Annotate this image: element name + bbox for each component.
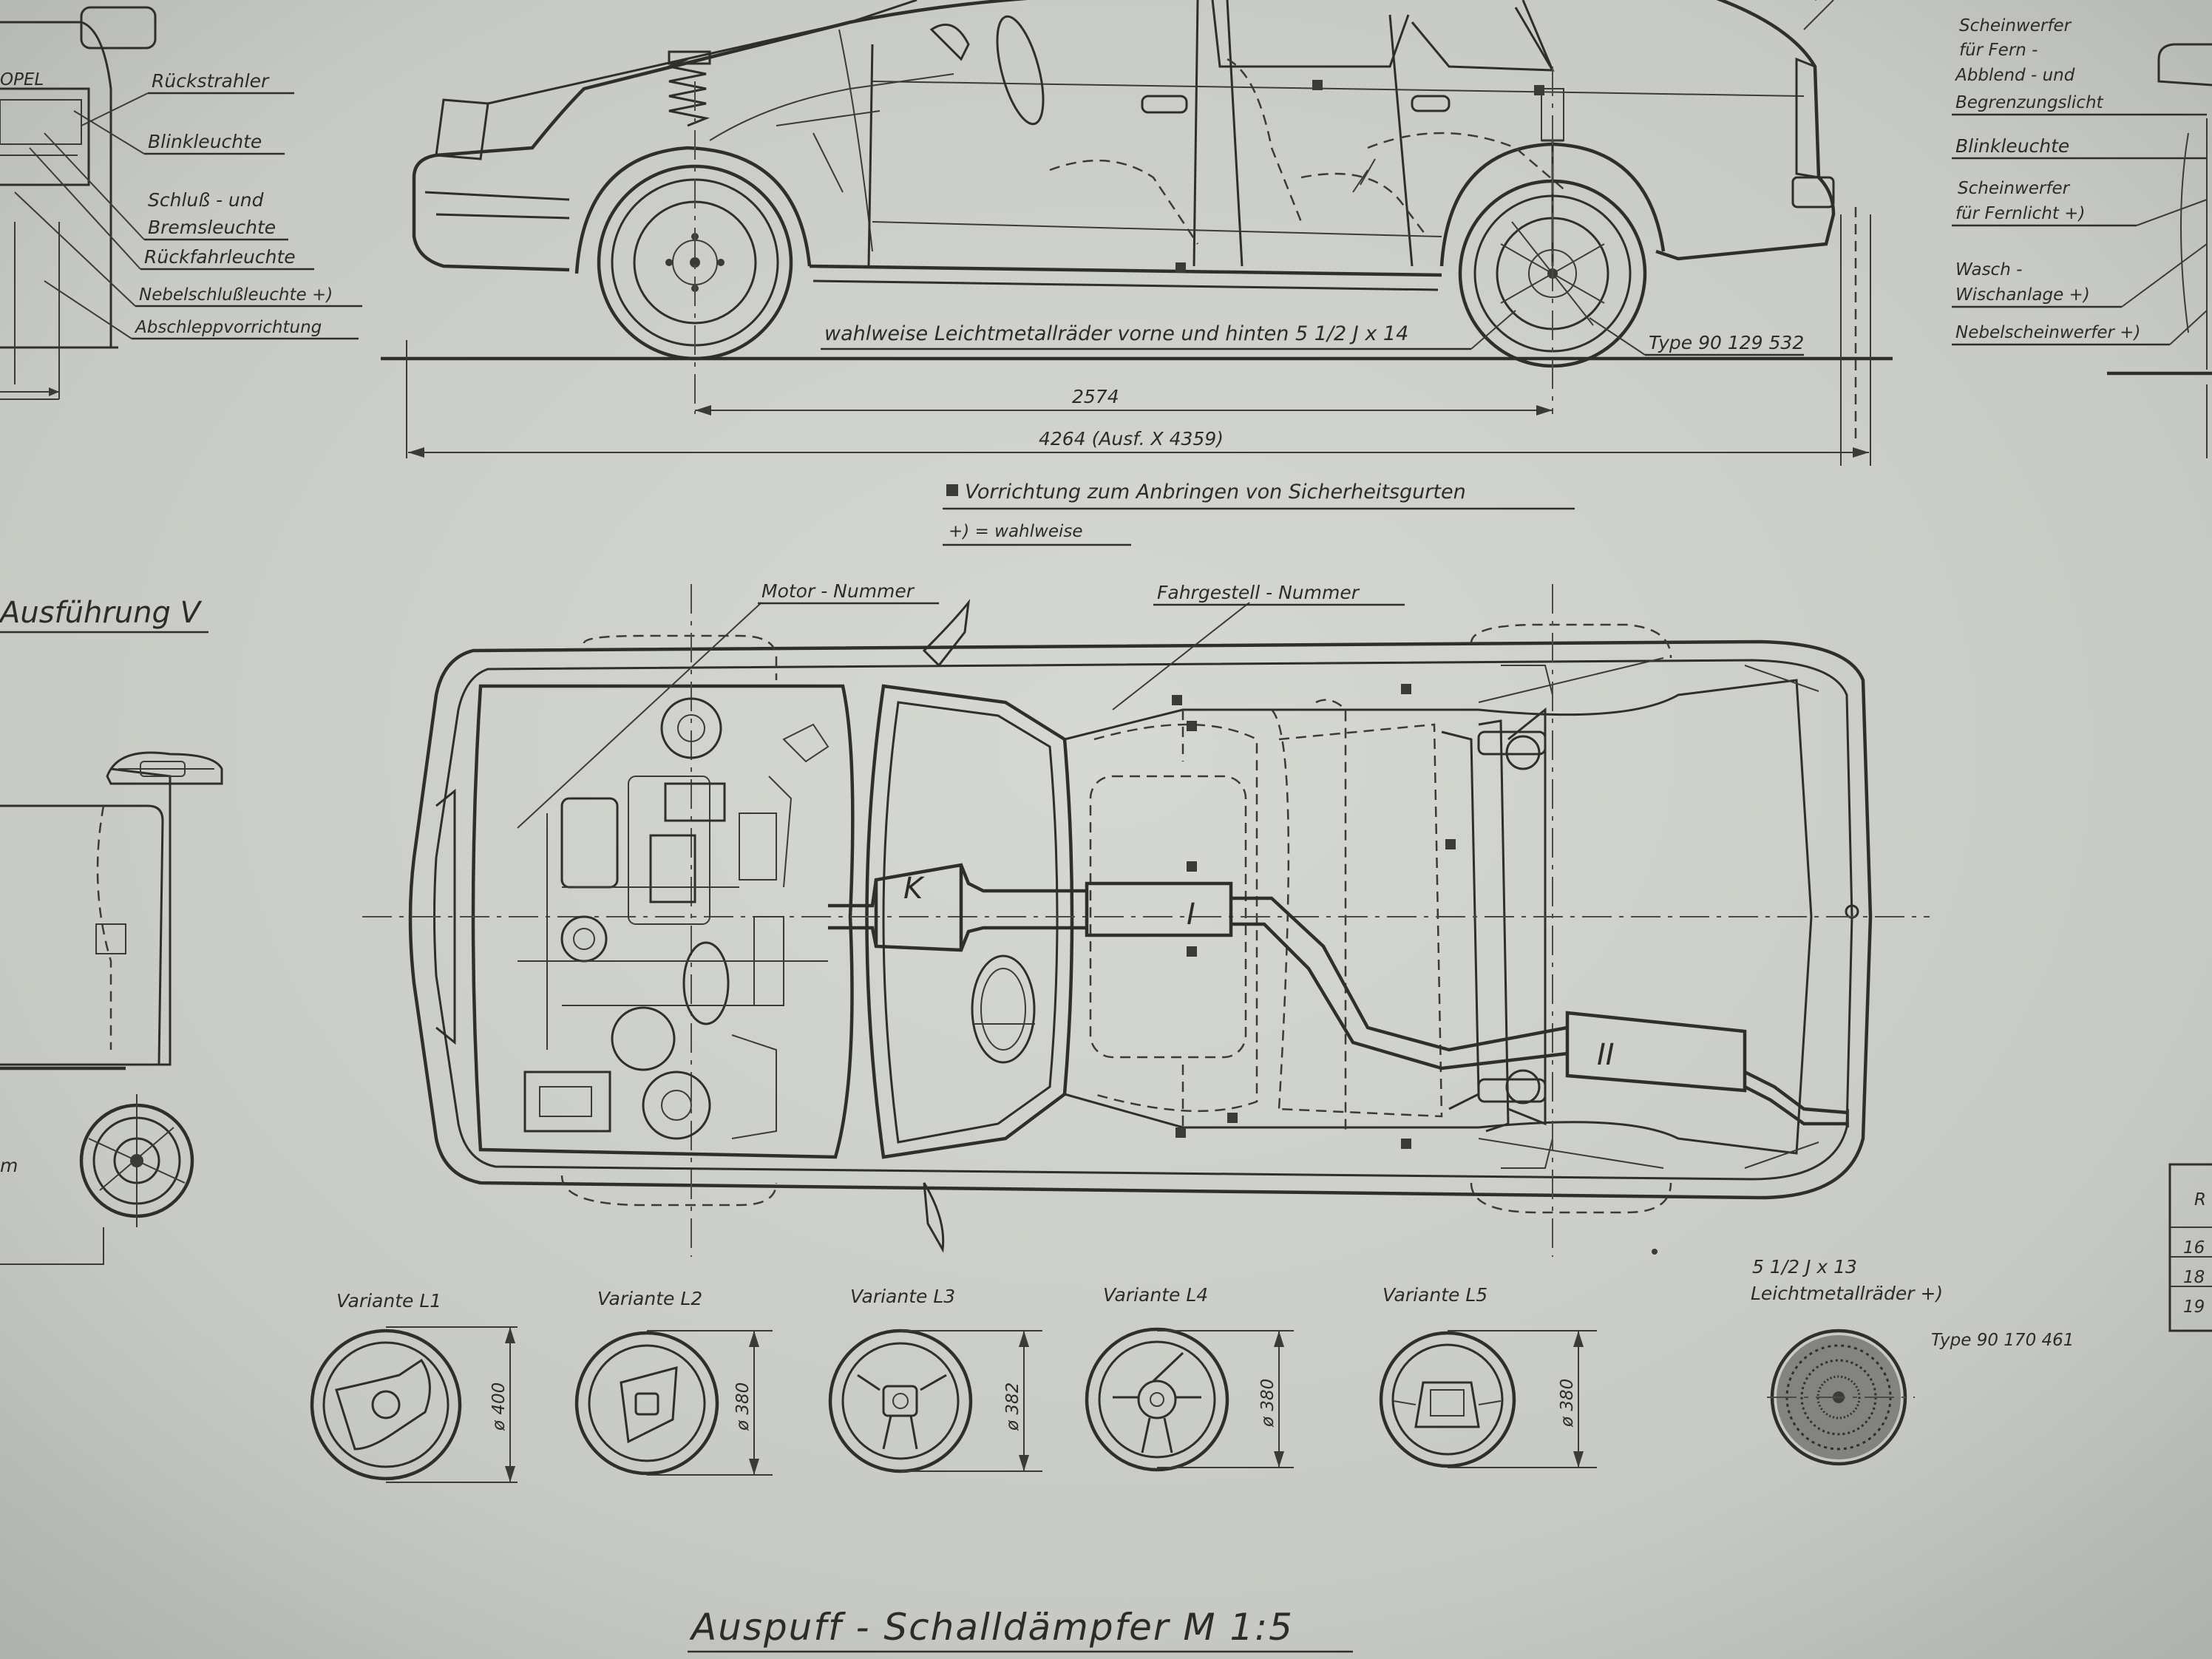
rear-logo: OPEL <box>0 70 44 89</box>
wheelbase-dimension: 2574 <box>1072 386 1119 407</box>
steering-wheel-l5: Variante L5 ø 380 <box>1379 1284 1597 1468</box>
front-labels: Scheinwerfer für Fern - Abblend - und Be… <box>1803 0 2212 458</box>
label-schluss: Schluß - und <box>148 189 264 211</box>
bottom-title-group: Auspuff - Schalldämpfer M 1:5 <box>688 1606 1353 1653</box>
label-nebelscheinwerfer: Nebelscheinwerfer +) <box>1955 323 2141 342</box>
table-row-1: 16 <box>2183 1238 2205 1258</box>
table-header: R <box>2194 1190 2206 1210</box>
wheels-note: wahlweise Leichtmetallräder vorne und hi… <box>824 322 1408 345</box>
muffler-1-label: I <box>1187 898 1195 932</box>
label-blinkleuchte-rear: Blinkleuchte <box>148 131 262 152</box>
label-abschleppvorrichtung: Abschleppvorrichtung <box>134 318 322 337</box>
steering-wheel-l1: Variante L1 ø 400 <box>310 1290 518 1483</box>
wheel-type-side: Type 90 129 532 <box>1649 332 1804 353</box>
right-table-partial: R 16 18 19 <box>2168 1163 2212 1332</box>
legend-seatbelt: Vorrichtung zum Anbringen von Sicherheit… <box>965 481 1466 503</box>
label-motor-nummer: Motor - Nummer <box>761 580 915 602</box>
label-blinkleuchte-front: Blinkleuchte <box>1955 135 2069 157</box>
muffler-2-label: II <box>1597 1038 1615 1072</box>
variant-l2-dia: ø 380 <box>733 1382 753 1431</box>
side-view-annotations: wahlweise Leichtmetallräder vorne und hi… <box>408 310 1869 458</box>
variant-l5-dia: ø 380 <box>1558 1379 1577 1428</box>
label-bremsleuchte: Bremsleuchte <box>148 217 276 238</box>
label-wasch: Wasch - <box>1955 260 2022 279</box>
variant-l2-label: Variante L2 <box>597 1288 702 1309</box>
label-nebelschlussleuchte: Nebelschlußleuchte +) <box>139 285 333 305</box>
ausfuehrung-v-section: Ausführung V m <box>0 596 223 1265</box>
variant-l5-label: Variante L5 <box>1382 1284 1487 1306</box>
alloy-wheel-detail: 5 1/2 J x 13 Leichtmetallräder +) Type 9… <box>1751 1256 2074 1466</box>
legend-optional: +) = wahlweise <box>949 522 1083 541</box>
label-begrenzungslicht: Begrenzungslicht <box>1955 93 2104 112</box>
label-abblend: Abblend - und <box>1954 66 2075 85</box>
top-view-labels: Motor - Nummer Fahrgestell - Nummer <box>758 580 1405 606</box>
steering-wheel-l2: Variante L2 ø 380 <box>574 1288 773 1476</box>
rear-view-partial: OPEL <box>0 6 157 400</box>
label-rueckfahrleuchte: Rückfahrleuchte <box>144 246 296 268</box>
label-fahrgestell-nummer: Fahrgestell - Nummer <box>1157 582 1360 603</box>
length-dimension: 4264 (Ausf. X 4359) <box>1039 428 1224 449</box>
variant-l3-dia: ø 382 <box>1003 1382 1022 1431</box>
label-wischanlage: Wischanlage +) <box>1955 285 2090 305</box>
alloy-type: Type 90 170 461 <box>1931 1331 2074 1350</box>
variant-l4-dia: ø 380 <box>1258 1379 1278 1428</box>
label-rueckstrahler: Rückstrahler <box>152 70 270 92</box>
variant-l1-dia: ø 400 <box>489 1382 509 1431</box>
label-fernlicht: für Fernlicht +) <box>1955 204 2085 223</box>
variant-l1-label: Variante L1 <box>336 1290 441 1312</box>
alloy-size: 5 1/2 J x 13 <box>1752 1256 1857 1278</box>
label-scheinwerfer-2: Scheinwerfer <box>1958 179 2071 198</box>
alloy-label: Leichtmetallräder +) <box>1751 1283 1943 1304</box>
steering-wheel-l3: Variante L3 ø 382 <box>828 1286 1042 1473</box>
bottom-title: Auspuff - Schalldämpfer M 1:5 <box>689 1606 1294 1649</box>
ausfuehrung-title: Ausführung V <box>0 596 203 630</box>
variant-l3-label: Variante L3 <box>850 1286 955 1307</box>
muffler-k-label: K <box>903 872 925 906</box>
steering-wheel-l4: Variante L4 ø 380 <box>1085 1284 1294 1472</box>
label-scheinwerfer-1: Scheinwerfer <box>1959 16 2072 35</box>
seatbelt-marks <box>1172 80 1544 1149</box>
label-fuer-fern: für Fern - <box>1959 41 2038 60</box>
variant-l4-label: Variante L4 <box>1103 1284 1208 1306</box>
top-view-car <box>362 584 1930 1257</box>
steering-wheel-variants: Variante L1 ø 400 Variante L2 <box>310 1284 1597 1483</box>
rear-labels: Rückstrahler Blinkleuchte Schluß - und B… <box>0 70 362 396</box>
table-row-3: 19 <box>2183 1297 2205 1317</box>
left-edge-mark: m <box>0 1155 18 1176</box>
exhaust-system: K I II <box>828 863 1849 1127</box>
side-view-car <box>381 0 1893 466</box>
legend: Vorrichtung zum Anbringen von Sicherheit… <box>943 481 1575 546</box>
table-row-2: 18 <box>2183 1268 2205 1287</box>
